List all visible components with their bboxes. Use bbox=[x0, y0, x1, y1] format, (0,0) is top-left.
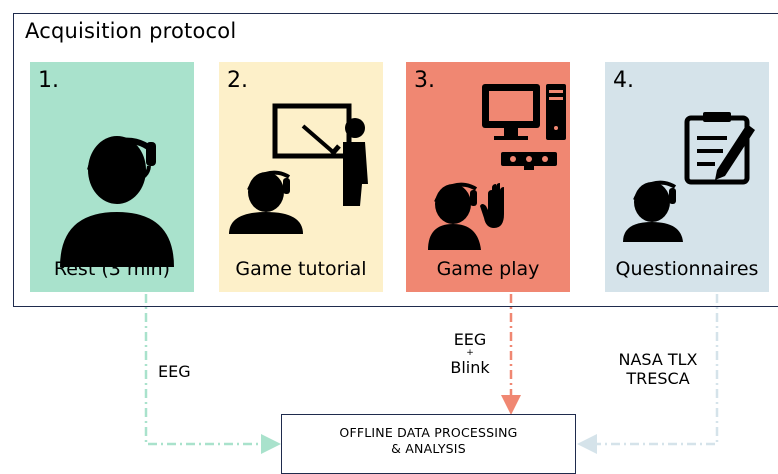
step-label: Game tutorial bbox=[235, 258, 367, 280]
analysis-line-1: OFFLINE DATA PROCESSING bbox=[339, 425, 518, 440]
blink-text: Blink bbox=[450, 358, 490, 377]
clipboard-icon bbox=[623, 112, 755, 242]
nasa-tlx-text: NASA TLX bbox=[618, 350, 698, 369]
step-number: 3. bbox=[414, 68, 435, 93]
step-number: 1. bbox=[38, 68, 59, 93]
questionnaire-measures-label: NASA TLX TRESCA bbox=[612, 350, 704, 388]
headset-person-icon bbox=[60, 136, 174, 267]
step-game-tutorial: 2. Game tutorial bbox=[219, 62, 383, 292]
flow-connectors bbox=[144, 294, 719, 454]
rest-to-analysis-arrow bbox=[144, 294, 281, 454]
step-number: 4. bbox=[613, 68, 634, 93]
offline-analysis-box: OFFLINE DATA PROCESSING & ANALYSIS bbox=[281, 414, 576, 474]
plus-sign: + bbox=[466, 348, 474, 358]
analysis-line-2: & ANALYSIS bbox=[391, 441, 466, 456]
eeg-blink-label: EEG + Blink bbox=[440, 330, 500, 377]
tresca-text: TRESCA bbox=[626, 369, 690, 388]
acquisition-frame bbox=[13, 13, 778, 307]
step-game-play: 3. Game play bbox=[406, 62, 570, 292]
step-label: Questionnaires bbox=[615, 258, 759, 280]
eeg-label: EEG bbox=[158, 362, 191, 381]
step-label: Rest (3 min) bbox=[53, 258, 171, 280]
eeg-text: EEG bbox=[453, 330, 487, 349]
step-questionnaires: 4. Questionnaires bbox=[605, 62, 769, 292]
step-number: 2. bbox=[227, 68, 248, 93]
step-rest: 1. Rest (3 min) bbox=[30, 62, 194, 292]
step-label: Game play bbox=[436, 258, 540, 280]
computer-kinect-icon bbox=[428, 84, 566, 250]
protocol-title: Acquisition protocol bbox=[25, 19, 237, 43]
presentation-teacher-icon bbox=[229, 103, 368, 234]
